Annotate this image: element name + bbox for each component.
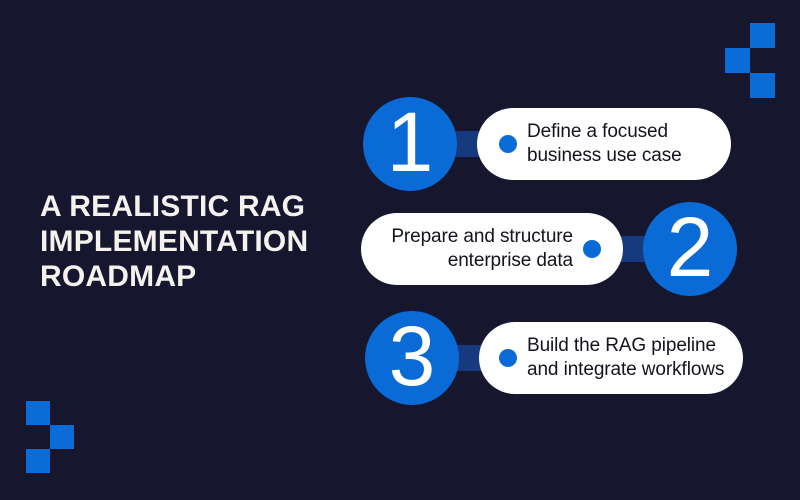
step-row-2: 2 Prepare and structure enterprise data [361, 202, 737, 296]
pixel-square-icon [750, 23, 775, 48]
bullet-dot-icon [499, 349, 517, 367]
step-row-3: 3 Build the RAG pipeline and integrate w… [365, 311, 743, 405]
roadmap-steps: 1 Define a focused business use case 2 P… [361, 97, 743, 405]
step-label-pill: Define a focused business use case [477, 108, 731, 180]
step-label: Define a focused business use case [527, 121, 682, 166]
deco-squares-bottom-left [26, 401, 76, 474]
step-label-pill: Prepare and structure enterprise data [361, 213, 623, 285]
step-label-pill: Build the RAG pipeline and integrate wor… [479, 322, 743, 394]
page-title-line: A REALISTIC RAG [40, 190, 306, 223]
pixel-square-icon [750, 73, 775, 98]
step-number: 2 [666, 200, 714, 294]
deco-squares-top-right [725, 23, 775, 98]
pixel-square-icon [725, 48, 750, 73]
step-row-1: 1 Define a focused business use case [363, 97, 731, 191]
step-number-badge: 3 [365, 311, 459, 405]
page-title-line: IMPLEMENTATION [40, 225, 309, 258]
pixel-square-icon [26, 449, 50, 473]
step-label: Build the RAG pipeline and integrate wor… [527, 335, 725, 380]
page-title-line: ROADMAP [40, 260, 197, 293]
step-number-badge: 1 [363, 97, 457, 191]
bullet-dot-icon [499, 135, 517, 153]
page-title: A REALISTIC RAG IMPLEMENTATION ROADMAP [40, 189, 370, 294]
step-number: 1 [386, 95, 434, 189]
step-number-badge: 2 [643, 202, 737, 296]
pixel-square-icon [26, 401, 50, 425]
step-label: Prepare and structure enterprise data [391, 226, 573, 271]
step-number: 3 [388, 309, 436, 403]
bullet-dot-icon [583, 240, 601, 258]
pixel-square-icon [50, 425, 74, 449]
